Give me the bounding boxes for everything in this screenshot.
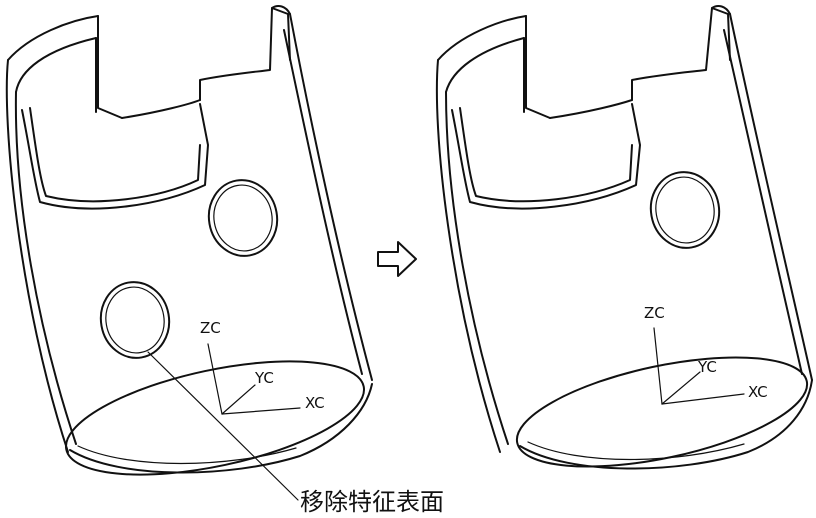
- yc-axis-line-after: [661, 371, 701, 405]
- zc-label: ZC: [200, 319, 221, 337]
- bottom-dome-inner-after: [527, 441, 745, 461]
- outer-left-wall: [5, 59, 69, 453]
- right-tab-outer: [199, 7, 291, 101]
- zc-label-after: ZC: [644, 304, 665, 322]
- step-top-edge-after: [549, 99, 633, 119]
- top-rim-outer: [7, 15, 99, 61]
- inner-right-wall-after: [723, 29, 803, 375]
- cut-contour-outer: [21, 103, 209, 210]
- part-before: ZC YC XC: [5, 5, 373, 501]
- right-arrow-icon: [377, 241, 417, 277]
- yc-label: YC: [254, 369, 274, 387]
- bottom-dome-inner: [77, 445, 297, 465]
- bottom-ellipse-after: [515, 356, 809, 468]
- xc-label-after: XC: [748, 383, 768, 401]
- bottom-dome: [69, 383, 373, 474]
- tab-left-edge-after: [525, 15, 551, 119]
- xc-axis-line-after: [661, 393, 745, 405]
- arrow-shape: [377, 241, 417, 277]
- inner-right-wall: [283, 29, 363, 375]
- hole-remaining-inner: [655, 176, 715, 244]
- part-after: ZC YC XC: [435, 5, 813, 470]
- hole-remaining: [649, 171, 721, 249]
- callout-label: 移除特征表面: [300, 488, 444, 516]
- tab-left-edge: [97, 15, 123, 119]
- right-tab-top-after: [711, 5, 731, 15]
- bottom-dome-after: [519, 379, 813, 470]
- yc-label-after: YC: [697, 358, 717, 376]
- top-rim-inner: [15, 37, 97, 93]
- right-tab-top: [271, 5, 291, 15]
- xc-axis-line: [221, 407, 301, 415]
- hole-lower: [99, 281, 171, 359]
- hole-upper: [207, 179, 279, 257]
- cut-contour-outer-after: [451, 103, 641, 210]
- step-top-edge: [121, 99, 201, 119]
- cut-contour-inner-after: [459, 107, 633, 203]
- yc-axis-line: [221, 384, 256, 415]
- axes-before: ZC YC XC: [200, 319, 325, 415]
- zc-axis-line: [207, 343, 223, 415]
- top-rim-outer-after: [437, 15, 527, 61]
- outer-left-wall-after: [435, 59, 501, 453]
- outer-right-wall-after: [729, 13, 813, 381]
- axes-after: ZC YC XC: [644, 304, 768, 405]
- hole-upper-inner: [213, 184, 273, 252]
- callout-leader: [147, 351, 299, 501]
- xc-label: XC: [305, 394, 325, 412]
- cut-contour-inner: [29, 107, 201, 203]
- bottom-ellipse: [64, 360, 366, 476]
- outer-right-wall: [289, 13, 373, 381]
- right-tab-outer-after: [631, 7, 731, 101]
- hole-lower-inner: [105, 286, 165, 354]
- inner-left-wall: [14, 91, 77, 445]
- zc-axis-line-after: [653, 327, 663, 405]
- top-rim-inner-after: [445, 37, 525, 93]
- inner-left-wall-after: [445, 91, 509, 445]
